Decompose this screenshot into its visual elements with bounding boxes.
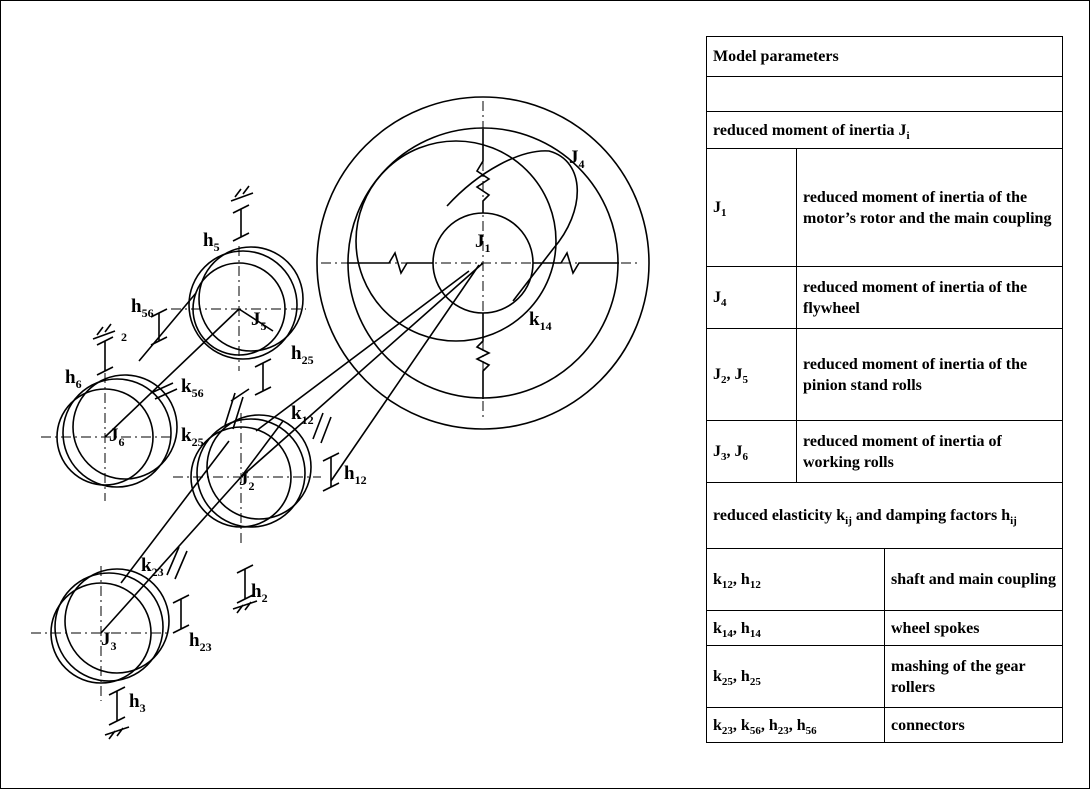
label-h25: h25 xyxy=(291,343,314,367)
parameter-table: Model parameters reduced moment of inert… xyxy=(705,36,1064,743)
flywheel-outer-circle xyxy=(316,96,650,430)
elastic-desc: mashing of the gear rollers xyxy=(883,645,1064,708)
label-k12: k12 xyxy=(291,403,314,427)
label-k25: k25 xyxy=(181,425,204,449)
inertia-symbol-j1: J1 xyxy=(706,148,797,267)
elastic-header: reduced elasticity kij and damping facto… xyxy=(705,482,1064,549)
table-blank-row xyxy=(705,76,1064,112)
label-j6: J6 xyxy=(109,425,125,449)
label-j3: J3 xyxy=(101,629,117,653)
label-h2: h2 xyxy=(251,581,268,605)
label-j4: J4 xyxy=(569,147,585,171)
label-h56: h56 xyxy=(131,296,154,320)
elastic-desc: connectors xyxy=(883,707,1064,743)
elastic-symbol: k23, k56, h23, h56 xyxy=(706,707,885,743)
elastic-symbol: k14, h14 xyxy=(706,610,885,646)
inertia-symbol-j4: J4 xyxy=(706,266,797,329)
inertia-symbol-j3-j6: J3, J6 xyxy=(706,420,797,483)
label-h5: h5 xyxy=(203,230,220,254)
inertia-symbol-j2-j5: J2, J5 xyxy=(706,328,797,421)
elastic-desc: wheel spokes xyxy=(883,610,1064,646)
mechanical-diagram: J1 J4 J5 J6 J2 J3 h5 h56 2 h6 k56 h25 k1… xyxy=(31,96,650,740)
inertia-desc-j1: reduced moment of inertia of the motor’s… xyxy=(795,148,1064,267)
label-j2: J2 xyxy=(239,469,255,493)
elastic-desc: shaft and main coupling xyxy=(883,548,1064,611)
label-k23: k23 xyxy=(141,555,164,579)
table-title: Model parameters xyxy=(705,36,1064,77)
label-h23: h23 xyxy=(189,630,212,654)
label-h6: h6 xyxy=(65,367,82,391)
inertia-desc-j3-j6: reduced moment of inertia of working rol… xyxy=(795,420,1064,483)
label-j1: J1 xyxy=(475,231,491,255)
label-h3: h3 xyxy=(129,691,146,715)
elastic-symbol: k25, h25 xyxy=(706,645,885,708)
inertia-header: reduced moment of inertia Ji xyxy=(705,111,1064,149)
inertia-desc-j2-j5: reduced moment of inertia of the pinion … xyxy=(795,328,1064,421)
inertia-desc-j4: reduced moment of inertia of the flywhee… xyxy=(795,266,1064,329)
j1-lobe xyxy=(446,150,579,302)
label-stray: 2 xyxy=(121,330,127,344)
label-h12: h12 xyxy=(344,463,367,487)
label-k14: k14 xyxy=(529,309,552,333)
label-j5: J5 xyxy=(251,309,267,333)
elastic-symbol: k12, h12 xyxy=(706,548,885,611)
label-k56: k56 xyxy=(181,376,204,400)
flywheel-ring-circle xyxy=(355,140,557,342)
